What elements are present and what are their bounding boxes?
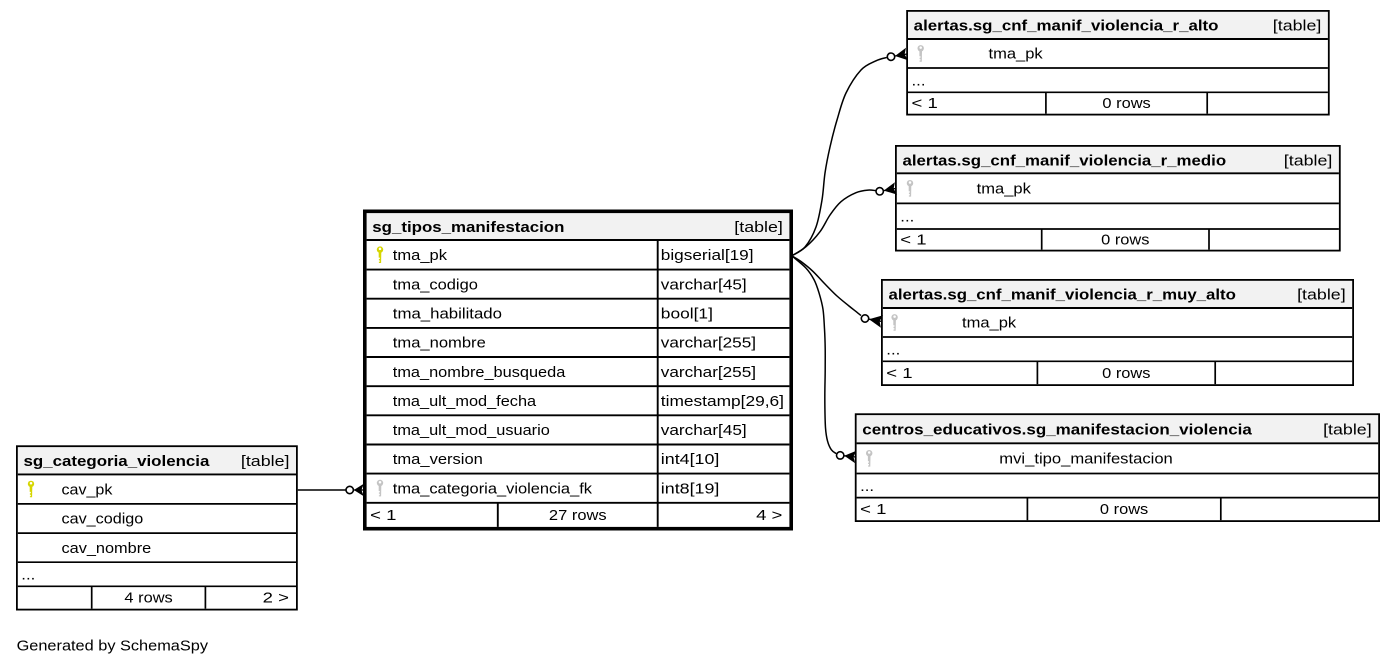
svg-text:mvi_tipo_manifestacion: mvi_tipo_manifestacion	[999, 452, 1173, 468]
svg-text:centros_educativos.sg_manifest: centros_educativos.sg_manifestacion_viol…	[862, 423, 1252, 439]
svg-text:tma_nombre: tma_nombre	[393, 336, 486, 352]
svg-text:tma_nombre_busqueda: tma_nombre_busqueda	[393, 365, 566, 381]
svg-text:...: ...	[900, 209, 914, 225]
svg-text:varchar[255]: varchar[255]	[661, 336, 756, 352]
svg-text:cav_codigo: cav_codigo	[62, 512, 144, 528]
svg-text:tma_categoria_violencia_fk: tma_categoria_violencia_fk	[393, 481, 593, 497]
svg-text:4 rows: 4 rows	[124, 591, 172, 607]
svg-text:cav_nombre: cav_nombre	[62, 541, 152, 557]
svg-text:0 rows: 0 rows	[1101, 233, 1149, 249]
svg-text:...: ...	[21, 568, 35, 584]
svg-text:< 1: < 1	[370, 508, 396, 524]
svg-text:tma_pk: tma_pk	[962, 316, 1017, 332]
svg-text:0 rows: 0 rows	[1100, 502, 1148, 518]
svg-text:tma_ult_mod_fecha: tma_ult_mod_fecha	[393, 394, 537, 410]
svg-text:...: ...	[912, 73, 926, 89]
svg-text:alertas.sg_cnf_manif_violencia: alertas.sg_cnf_manif_violencia_r_alto	[914, 19, 1219, 35]
svg-text:varchar[255]: varchar[255]	[661, 365, 756, 381]
svg-text:tma_ult_mod_usuario: tma_ult_mod_usuario	[393, 423, 550, 439]
svg-text:...: ...	[886, 342, 900, 358]
svg-text:int4[10]: int4[10]	[661, 452, 720, 468]
svg-text:[table]: [table]	[1284, 153, 1333, 169]
svg-text:tma_pk: tma_pk	[393, 248, 448, 264]
svg-text:timestamp[29,6]: timestamp[29,6]	[661, 394, 784, 410]
svg-text:[table]: [table]	[1273, 19, 1322, 35]
svg-text:tma_habilitado: tma_habilitado	[393, 307, 502, 323]
svg-text:bool[1]: bool[1]	[661, 307, 713, 323]
svg-text:< 1: < 1	[886, 366, 912, 382]
svg-text:4 >: 4 >	[756, 508, 782, 524]
svg-text:alertas.sg_cnf_manif_violencia: alertas.sg_cnf_manif_violencia_r_medio	[903, 153, 1227, 169]
svg-text:[table]: [table]	[734, 220, 783, 236]
svg-text:[table]: [table]	[1323, 423, 1372, 439]
svg-text:[table]: [table]	[1297, 288, 1346, 304]
svg-text:tma_codigo: tma_codigo	[393, 277, 478, 293]
svg-text:< 1: < 1	[860, 502, 886, 518]
svg-text:0 rows: 0 rows	[1102, 96, 1150, 112]
svg-text:cav_pk: cav_pk	[62, 482, 114, 498]
svg-text:tma_pk: tma_pk	[977, 182, 1032, 198]
svg-text:[table]: [table]	[241, 454, 290, 470]
svg-text:alertas.sg_cnf_manif_violencia: alertas.sg_cnf_manif_violencia_r_muy_alt…	[889, 288, 1236, 304]
svg-text:Generated by SchemaSpy: Generated by SchemaSpy	[17, 639, 209, 655]
svg-text:...: ...	[860, 479, 874, 495]
svg-text:27 rows: 27 rows	[549, 508, 607, 524]
svg-text:sg_tipos_manifestacion: sg_tipos_manifestacion	[372, 220, 564, 236]
svg-text:2 >: 2 >	[263, 591, 289, 607]
svg-text:0 rows: 0 rows	[1102, 366, 1150, 382]
svg-text:sg_categoria_violencia: sg_categoria_violencia	[24, 454, 211, 470]
svg-text:int8[19]: int8[19]	[661, 481, 720, 497]
svg-text:bigserial[19]: bigserial[19]	[661, 248, 754, 264]
svg-text:< 1: < 1	[912, 96, 938, 112]
svg-text:tma_pk: tma_pk	[989, 47, 1044, 63]
svg-text:tma_version: tma_version	[393, 452, 483, 468]
svg-text:varchar[45]: varchar[45]	[661, 423, 747, 439]
svg-text:varchar[45]: varchar[45]	[661, 277, 747, 293]
svg-text:< 1: < 1	[900, 233, 926, 249]
